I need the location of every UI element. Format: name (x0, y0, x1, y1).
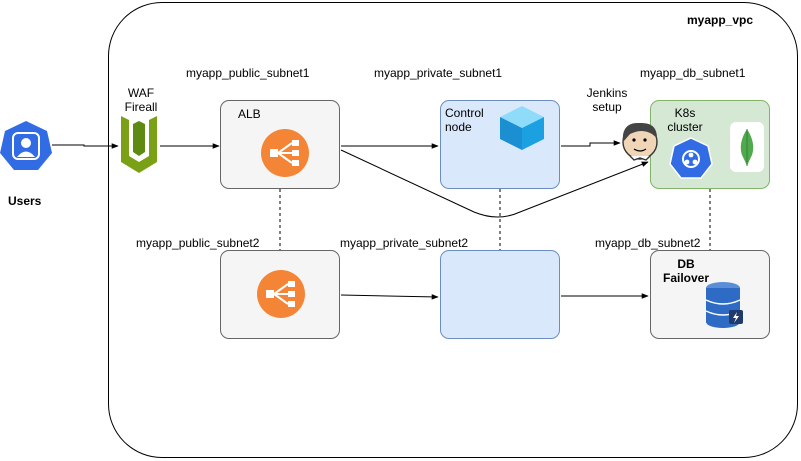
vpc-boundary (108, 2, 798, 458)
database-icon (705, 282, 743, 328)
subnet-label-private2: myapp_private_subnet2 (340, 236, 469, 250)
jenkins-label: Jenkins setup (586, 86, 628, 114)
edge-control-to-jenkins (561, 140, 621, 147)
alb1-label: ALB (238, 107, 261, 121)
edge-alb1-to-k8s (340, 149, 649, 218)
kubernetes-icon (669, 137, 713, 179)
cube-icon (500, 106, 544, 150)
subnet-label-db1: myapp_db_subnet1 (640, 66, 746, 80)
subnet-label-public2: myapp_public_subnet2 (136, 236, 260, 250)
jenkins-icon (622, 122, 658, 161)
k8s-cluster-label: K8s cluster (667, 106, 703, 134)
subnet-label-public1: myapp_public_subnet1 (186, 66, 310, 80)
user-group-icon (0, 121, 52, 170)
control-node-label: Control node (445, 106, 484, 134)
control-node-box[interactable] (440, 100, 560, 189)
mongodb-leaf-icon (730, 122, 764, 172)
private2-box[interactable] (440, 250, 560, 339)
users-label: Users (8, 194, 42, 208)
subnet-label-private1: myapp_private_subnet1 (374, 66, 503, 80)
load-balancer-icon (261, 129, 309, 177)
waf-label: WAF Fireall (124, 86, 158, 114)
edge-alb2-to-private2 (340, 294, 439, 300)
vpc-title: myapp_vpc (686, 13, 753, 27)
subnet-label-db2: myapp_db_subnet2 (595, 236, 701, 250)
load-balancer-icon (257, 270, 305, 318)
waf-shield-icon (121, 116, 157, 173)
db-failover-label: DB Failover (662, 257, 710, 285)
edge-users-to-waf (52, 143, 119, 149)
